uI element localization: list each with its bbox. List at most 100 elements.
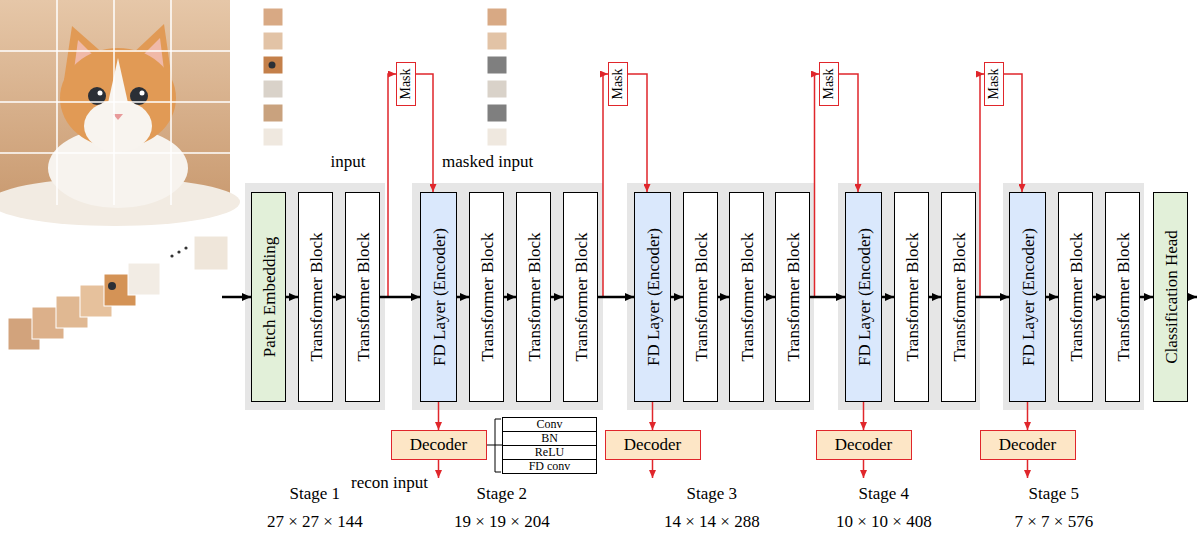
stage-label: Stage 4 [859, 484, 910, 504]
box-label: Transformer Block [950, 232, 967, 361]
connector [863, 402, 865, 430]
decoder-box: Decoder [391, 430, 487, 460]
connector [718, 296, 729, 299]
block-box: FD Layer (Encoder) [634, 192, 671, 402]
block-box: Transformer Block [345, 192, 380, 402]
stage-label: Stage 2 [477, 484, 528, 504]
recon-arrow [1027, 460, 1029, 478]
connector [487, 445, 503, 446]
box-label: Patch Embedding [260, 237, 277, 357]
mask-box: Mask [396, 62, 416, 106]
cat-eye-glint [98, 91, 103, 96]
caption-label: input [331, 152, 366, 172]
recon-arrow [438, 460, 440, 478]
box-label: FD Layer (Encoder) [1019, 228, 1036, 366]
box-label: BN [503, 431, 596, 445]
caption-label: masked input [442, 152, 533, 172]
input-arrow [222, 296, 251, 299]
box-label: Transformer Block [903, 232, 920, 361]
connector [1046, 296, 1058, 299]
connector [1140, 296, 1153, 299]
connector [416, 74, 433, 192]
box-label: Mask [611, 68, 625, 99]
box-label: FD Layer (Encoder) [644, 228, 661, 366]
box-label: Classification Head [1162, 230, 1179, 364]
box-label: Decoder [835, 436, 893, 455]
stage-label: 27 × 27 × 144 [267, 512, 363, 532]
box-label: FD Layer (Encoder) [855, 228, 872, 366]
box-label: Transformer Block [478, 232, 495, 361]
box-label: Transformer Block [525, 232, 542, 361]
connector [810, 74, 819, 297]
cat-muzzle [84, 100, 152, 152]
cat-eye-glint [140, 91, 145, 96]
recon-arrow [652, 460, 654, 478]
block-box: Transformer Block [775, 192, 810, 402]
box-label: Decoder [999, 436, 1057, 455]
block-box: Transformer Block [469, 192, 504, 402]
stage-label: Stage 1 [290, 484, 341, 504]
block-box: Transformer Block [1058, 192, 1093, 402]
input-patches [263, 8, 283, 146]
box-label: FD Layer (Encoder) [430, 228, 447, 366]
block-box: Classification Head [1153, 192, 1188, 402]
mask-box: Mask [608, 62, 628, 106]
connector [929, 296, 941, 299]
patch-grid [0, 0, 230, 205]
connector [1093, 296, 1105, 299]
stage-label: 19 × 19 × 204 [454, 512, 550, 532]
stage-label: 10 × 10 × 408 [836, 512, 932, 532]
box-label: Transformer Block [572, 232, 589, 361]
decoder-box: Decoder [605, 430, 701, 460]
stage-label: Stage 5 [1029, 484, 1080, 504]
connector [598, 74, 608, 297]
connector [671, 296, 683, 299]
block-box: Transformer Block [941, 192, 976, 402]
box-label: Transformer Block [354, 232, 371, 361]
box-label: Transformer Block [1067, 232, 1084, 361]
connector [652, 402, 654, 430]
box-label: Mask [987, 68, 1001, 99]
connector [810, 296, 845, 299]
mask-box: Mask [984, 62, 1004, 106]
connector [598, 296, 634, 299]
box-label: Transformer Block [692, 232, 709, 361]
box-label: Mask [822, 68, 836, 99]
connector [976, 74, 984, 297]
block-box: Transformer Block [298, 192, 333, 402]
box-label: Transformer Block [738, 232, 755, 361]
layer-stack: ConvBNReLUFD conv [502, 417, 597, 474]
box-label: Transformer Block [307, 232, 324, 361]
patch-sequence [8, 236, 228, 350]
stage-label: 7 × 7 × 576 [1015, 512, 1094, 532]
output-arrow [1188, 296, 1197, 299]
connector [380, 296, 420, 299]
connector [380, 74, 396, 297]
block-box: FD Layer (Encoder) [420, 192, 457, 402]
box-label: Conv [503, 418, 596, 431]
cat-photo [0, 0, 240, 226]
box-label: Mask [399, 68, 413, 99]
mask-box: Mask [819, 62, 839, 106]
masked-patches [487, 8, 507, 146]
connector [1004, 74, 1022, 192]
block-box: Transformer Block [683, 192, 718, 402]
stage-band [245, 183, 1144, 410]
block-box: Patch Embedding [251, 192, 286, 402]
stage-label: 14 × 14 × 288 [664, 512, 760, 532]
box-label: Transformer Block [1114, 232, 1131, 361]
decoder-box: Decoder [816, 430, 912, 460]
box-label: Decoder [624, 436, 682, 455]
block-box: FD Layer (Encoder) [1009, 192, 1046, 402]
box-label: FD conv [503, 459, 596, 473]
connector [438, 402, 440, 430]
connector [286, 296, 298, 299]
connector [457, 296, 469, 299]
decoder-box: Decoder [980, 430, 1076, 460]
block-box: Transformer Block [516, 192, 551, 402]
connector [504, 296, 516, 299]
stage-label: Stage 3 [687, 484, 738, 504]
block-box: Transformer Block [894, 192, 929, 402]
connector [976, 296, 1009, 299]
